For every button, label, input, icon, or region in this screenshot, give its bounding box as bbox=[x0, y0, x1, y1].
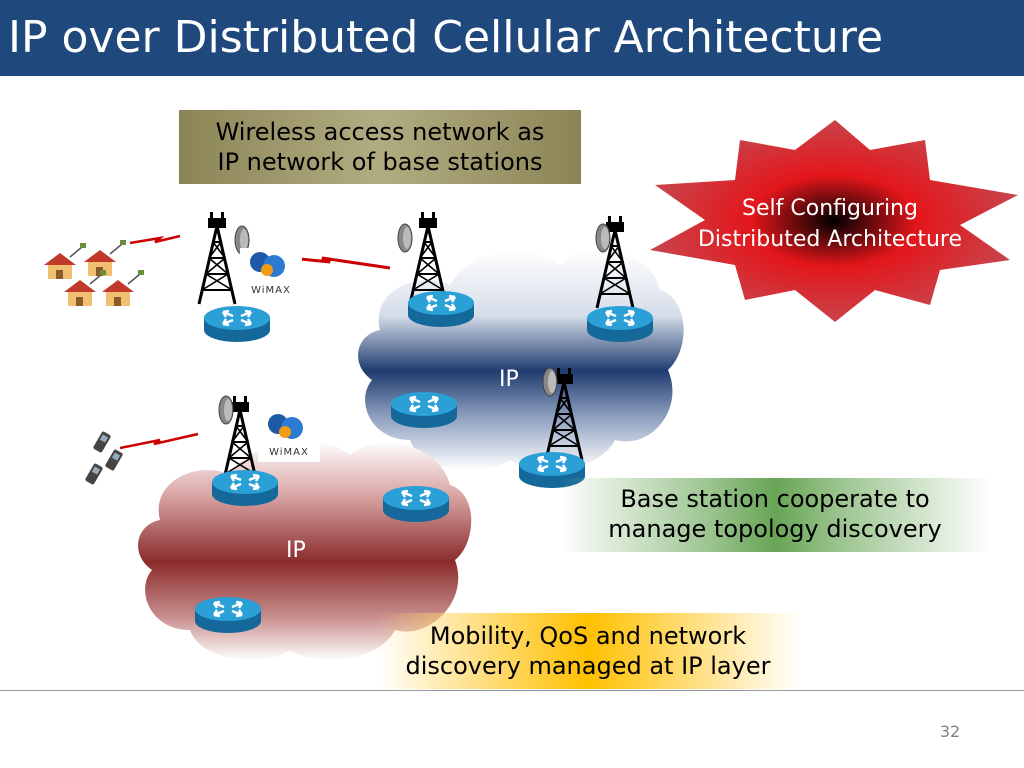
star-line-1: Self Configuring bbox=[742, 196, 918, 221]
houses-group bbox=[43, 239, 145, 307]
wireless-line-1: Wireless access network as bbox=[215, 118, 545, 146]
base-station-callout-box: Base station cooperate to manage topolog… bbox=[560, 478, 990, 552]
star-line-2: Distributed Architecture bbox=[697, 227, 962, 252]
wimax-logo-text: WiMAX bbox=[269, 447, 309, 458]
footer-divider bbox=[0, 690, 1024, 691]
self-config-star bbox=[650, 120, 1018, 322]
mobile-phones bbox=[84, 430, 124, 486]
wimax-logo: WiMAX bbox=[258, 410, 320, 462]
red-cloud-label: IP bbox=[286, 538, 306, 563]
router-icon bbox=[202, 304, 272, 344]
page-number: 32 bbox=[939, 722, 961, 741]
router-icon bbox=[210, 468, 280, 508]
title-bar: IP over Distributed Cellular Architectur… bbox=[0, 0, 1024, 76]
blue-ip-cloud bbox=[358, 249, 684, 471]
wireless-callout-box: Wireless access network as IP network of… bbox=[179, 110, 581, 184]
router-icon bbox=[381, 484, 451, 524]
base-line-1: Base station cooperate to bbox=[620, 485, 930, 513]
slide-title: IP over Distributed Cellular Architectur… bbox=[8, 12, 884, 63]
router-icon bbox=[406, 289, 476, 329]
star-callout: Self Configuring Distributed Architectur… bbox=[660, 193, 1000, 255]
blue-cloud-label: IP bbox=[499, 367, 519, 392]
mobility-line-2: discovery managed at IP layer bbox=[405, 652, 771, 680]
router-icon bbox=[389, 390, 459, 430]
wimax-logo: WiMAX bbox=[240, 248, 302, 300]
mobility-callout-box: Mobility, QoS and network discovery mana… bbox=[376, 613, 800, 689]
base-line-2: manage topology discovery bbox=[608, 515, 942, 543]
mobility-line-1: Mobility, QoS and network bbox=[429, 622, 747, 650]
wireless-line-2: IP network of base stations bbox=[217, 148, 543, 176]
router-icon bbox=[585, 304, 655, 344]
router-icon bbox=[193, 595, 263, 635]
wimax-logo-text: WiMAX bbox=[251, 285, 291, 296]
